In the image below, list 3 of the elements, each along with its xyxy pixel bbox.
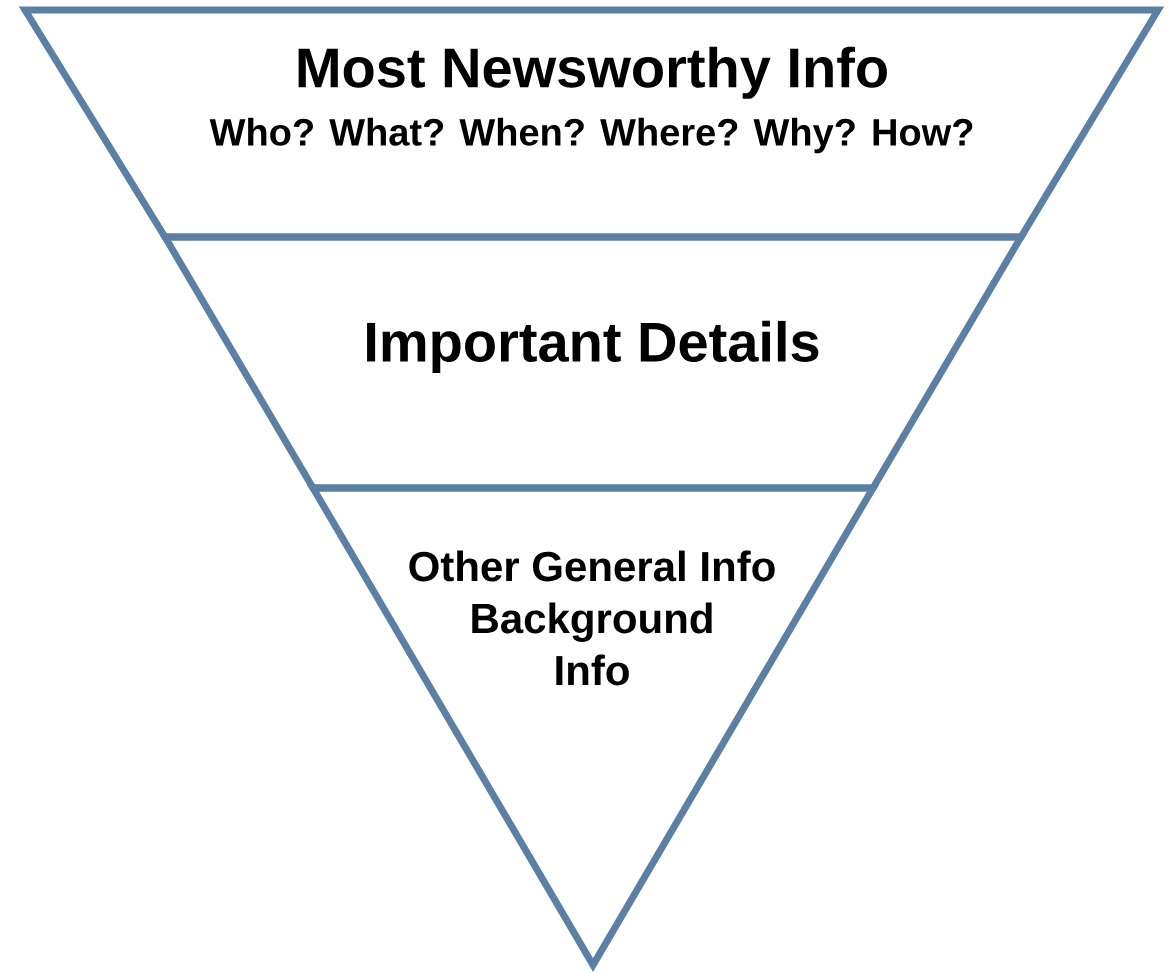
band-label: Most Newsworthy Info Who? What? When? Where? Why? How?: [209, 46, 973, 154]
band-label: Other General Info Background Info: [409, 550, 775, 686]
band-label: Important Details: [367, 320, 819, 374]
